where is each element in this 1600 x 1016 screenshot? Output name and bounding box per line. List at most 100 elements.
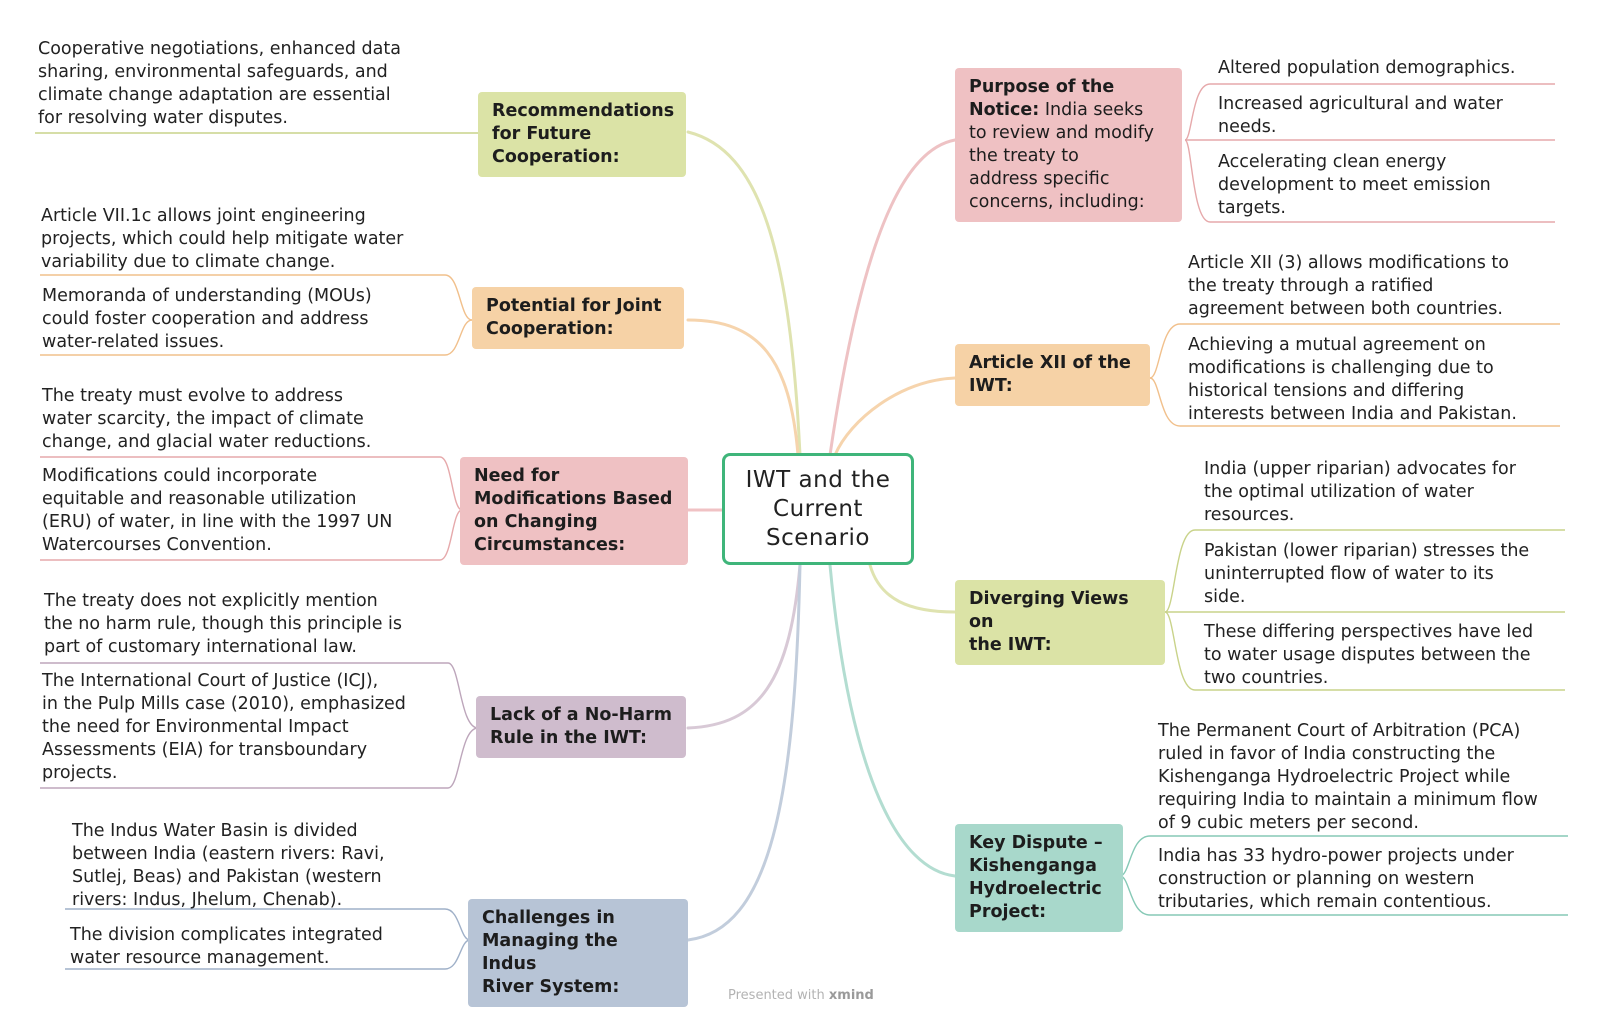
leaf-line: The Permanent Court of Arbitration (PCA) — [1158, 721, 1521, 741]
leaf-joint-2: Memoranda of understanding (MOUs) could … — [42, 285, 372, 354]
topic-article-xii[interactable]: Article XII of the IWT: — [955, 344, 1150, 406]
topic-challenges[interactable]: Challenges in Managing the Indus River S… — [468, 899, 688, 1007]
leaf-line: tributaries, which remain contentious. — [1158, 892, 1492, 912]
leaf-line-art12-2 — [1149, 377, 1560, 427]
topic-modifications[interactable]: Need for Modifications Based on Changing… — [460, 457, 688, 565]
topic-label-line: for Future — [492, 124, 592, 144]
topic-label-line: Article XII of the — [969, 353, 1131, 373]
leaf-line: development to meet emission — [1218, 175, 1491, 195]
topic-label-line: concerns, including: — [969, 192, 1145, 212]
footer-text: Presented with — [728, 988, 825, 1003]
leaf-purpose-3: Accelerating clean energy development to… — [1218, 151, 1491, 220]
leaf-line: equitable and reasonable utilization — [42, 489, 357, 509]
topic-label-line: Notice: India seeks — [969, 99, 1168, 122]
leaf-line: to water usage disputes between the — [1204, 645, 1531, 665]
leaf-diverging-3: These differing perspectives have led to… — [1204, 621, 1533, 690]
leaf-line: Increased agricultural and water — [1218, 94, 1503, 114]
leaf-line: Watercourses Convention. — [42, 535, 272, 555]
xmind-brand: xmind — [828, 988, 874, 1003]
topic-purpose-of-notice[interactable]: Purpose of the Notice: India seeks to re… — [955, 68, 1182, 222]
topic-label-line: Cooperation: — [492, 147, 620, 167]
leaf-line-joint-1 — [40, 274, 473, 321]
leaf-line: sharing, environmental safeguards, and — [38, 62, 388, 82]
leaf-line-purpose-3 — [1184, 139, 1555, 223]
topic-label-line: Modifications Based — [474, 489, 673, 509]
leaf-line: the need for Environmental Impact — [42, 717, 349, 737]
leaf-line: projects. — [42, 763, 118, 783]
leaf-line: ruled in favor of India constructing the — [1158, 744, 1496, 764]
topic-label-bold: Notice: — [969, 100, 1040, 120]
topic-recommendations[interactable]: Recommendations for Future Cooperation: — [478, 92, 686, 177]
leaf-line: Modifications could incorporate — [42, 466, 318, 486]
leaf-line-mod-1 — [40, 456, 463, 511]
leaf-joint-1: Article VII.1c allows joint engineering … — [41, 205, 403, 274]
leaf-challenges-2: The division complicates integrated wate… — [70, 924, 383, 970]
leaf-line: The division complicates integrated — [70, 925, 383, 945]
leaf-kishenganga-2: India has 33 hydro-power projects under … — [1158, 845, 1514, 914]
leaf-line: resources. — [1204, 505, 1295, 525]
topic-label-line: Project: — [969, 902, 1047, 922]
trunk-challenges — [686, 563, 802, 942]
topic-label-line: IWT: — [969, 376, 1013, 396]
leaf-line-div-1 — [1164, 529, 1565, 613]
topic-label-line: Diverging Views on — [969, 589, 1129, 632]
leaf-line: water-related issues. — [42, 332, 225, 352]
leaf-challenges-1: The Indus Water Basin is divided between… — [72, 820, 385, 912]
leaf-line: between India (eastern rivers: Ravi, — [72, 844, 385, 864]
leaf-line: two countries. — [1204, 668, 1329, 688]
trunk-article12 — [833, 376, 957, 457]
leaf-line: Memoranda of understanding (MOUs) — [42, 286, 372, 306]
leaf-line: Kishenganga Hydroelectric Project while — [1158, 767, 1511, 787]
central-topic[interactable]: IWT and the Current Scenario — [722, 453, 914, 565]
topic-label-line: the IWT: — [969, 635, 1052, 655]
central-topic-line-1: IWT and the — [745, 466, 891, 493]
topic-label-line: address specific — [969, 169, 1110, 189]
leaf-line-noharm-2 — [40, 727, 479, 789]
topic-label-line: Cooperation: — [486, 319, 614, 339]
leaf-diverging-2: Pakistan (lower riparian) stresses the u… — [1204, 540, 1529, 609]
leaf-line: needs. — [1218, 117, 1277, 137]
topic-label-line: Kishenganga — [969, 856, 1097, 876]
leaf-line: the optimal utilization of water — [1204, 482, 1474, 502]
topic-diverging-views[interactable]: Diverging Views on the IWT: — [955, 580, 1165, 665]
leaf-purpose-2: Increased agricultural and water needs. — [1218, 93, 1503, 139]
trunk-kishenganga — [828, 563, 957, 878]
leaf-purpose-1: Altered population demographics. — [1218, 57, 1515, 80]
leaf-noharm-1: The treaty does not explicitly mention t… — [44, 590, 402, 659]
leaf-line: Sutlej, Beas) and Pakistan (western — [72, 867, 382, 887]
leaf-line: water resource management. — [70, 948, 330, 968]
leaf-line: India (upper riparian) advocates for — [1204, 459, 1516, 479]
leaf-line: modifications is challenging due to — [1188, 358, 1494, 378]
leaf-line: could foster cooperation and address — [42, 309, 369, 329]
leaf-kishenganga-1: The Permanent Court of Arbitration (PCA)… — [1158, 720, 1538, 835]
topic-label-line: Key Dispute – — [969, 833, 1103, 853]
leaf-modifications-2: Modifications could incorporate equitabl… — [42, 465, 392, 557]
leaf-line: (ERU) of water, in line with the 1997 UN — [42, 512, 393, 532]
leaf-line: construction or planning on western — [1158, 869, 1475, 889]
leaf-line: Article XII (3) allows modifications to — [1188, 253, 1509, 273]
leaf-line: Altered population demographics. — [1218, 58, 1516, 78]
topic-label-line: Challenges in — [482, 908, 615, 928]
leaf-line: These differing perspectives have led — [1204, 622, 1534, 642]
leaf-line: uninterrupted flow of water to its — [1204, 564, 1494, 584]
leaf-line: interests between India and Pakistan. — [1188, 404, 1517, 424]
leaf-line: The treaty does not explicitly mention — [44, 591, 378, 611]
leaf-line-challenges-1 — [65, 908, 471, 941]
topic-kishenganga-dispute[interactable]: Key Dispute – Kishenganga Hydroelectric … — [955, 824, 1123, 932]
trunk-noharm — [686, 563, 802, 730]
leaf-recommendations-1: Cooperative negotiations, enhanced data … — [38, 38, 401, 130]
trunk-diverging — [868, 563, 957, 614]
leaf-line: Assessments (EIA) for transboundary — [42, 740, 368, 760]
leaf-line: the no harm rule, though this principle … — [44, 614, 403, 634]
topic-label-line: Managing the Indus — [482, 931, 618, 974]
topic-joint-cooperation[interactable]: Potential for Joint Cooperation: — [472, 287, 684, 349]
presented-with-footer: Presented with xmind — [728, 988, 874, 1003]
leaf-line: Pakistan (lower riparian) stresses the — [1204, 541, 1530, 561]
topic-no-harm-rule[interactable]: Lack of a No-Harm Rule in the IWT: — [476, 696, 686, 758]
central-topic-line-2: Current — [773, 495, 863, 522]
topic-label-bold: Purpose of the — [969, 77, 1115, 97]
leaf-line: The Indus Water Basin is divided — [72, 821, 358, 841]
leaf-line-kish-2 — [1119, 875, 1568, 916]
leaf-line-art12-1 — [1149, 323, 1560, 379]
